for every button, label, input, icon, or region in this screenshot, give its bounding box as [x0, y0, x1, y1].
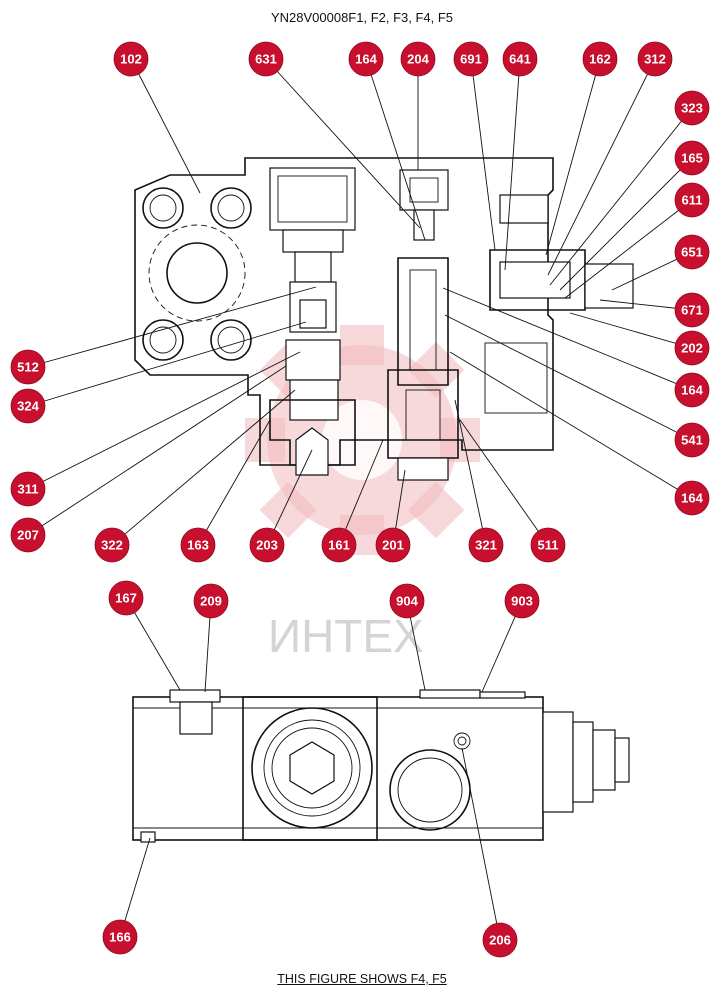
part-label-311: 311 [10, 471, 46, 507]
svg-text:904: 904 [396, 594, 418, 609]
part-label-651: 651 [674, 234, 710, 270]
part-label-164: 164 [674, 372, 710, 408]
svg-text:322: 322 [101, 538, 123, 553]
svg-text:541: 541 [681, 433, 703, 448]
svg-text:323: 323 [681, 101, 703, 116]
part-label-541: 541 [674, 422, 710, 458]
svg-text:691: 691 [460, 52, 482, 67]
part-label-206: 206 [482, 922, 518, 958]
part-label-641: 641 [502, 41, 538, 77]
part-label-162: 162 [582, 41, 618, 77]
part-label-167: 167 [108, 580, 144, 616]
svg-text:165: 165 [681, 151, 703, 166]
svg-text:511: 511 [538, 538, 559, 553]
svg-text:206: 206 [489, 933, 511, 948]
part-label-164: 164 [674, 480, 710, 516]
part-label-209: 209 [193, 583, 229, 619]
part-label-904: 904 [389, 583, 425, 619]
part-label-204: 204 [400, 41, 436, 77]
part-label-202: 202 [674, 330, 710, 366]
watermark-text: ИНТЕХ [268, 610, 424, 662]
svg-text:209: 209 [200, 594, 222, 609]
top-section-view [134, 157, 634, 481]
svg-text:204: 204 [407, 52, 429, 67]
svg-text:201: 201 [382, 538, 404, 553]
svg-text:311: 311 [18, 482, 39, 497]
svg-text:161: 161 [328, 538, 350, 553]
svg-text:167: 167 [115, 591, 137, 606]
svg-text:164: 164 [681, 383, 703, 398]
part-label-512: 512 [10, 349, 46, 385]
part-label-161: 161 [321, 527, 357, 563]
svg-text:162: 162 [589, 52, 611, 67]
svg-text:512: 512 [17, 360, 39, 375]
part-label-166: 166 [102, 919, 138, 955]
part-label-201: 201 [375, 527, 411, 563]
drawing-title: YN28V00008F1, F2, F3, F4, F5 [270, 10, 454, 25]
svg-text:641: 641 [509, 52, 531, 67]
part-label-207: 207 [10, 517, 46, 553]
part-label-903: 903 [504, 583, 540, 619]
part-label-321: 321 [468, 527, 504, 563]
svg-text:207: 207 [17, 528, 39, 543]
svg-text:312: 312 [644, 52, 666, 67]
svg-text:903: 903 [511, 594, 533, 609]
svg-text:611: 611 [682, 193, 703, 208]
part-label-164: 164 [348, 41, 384, 77]
svg-text:166: 166 [109, 930, 131, 945]
part-label-324: 324 [10, 388, 46, 424]
part-label-611: 611 [674, 182, 710, 218]
svg-text:164: 164 [681, 491, 703, 506]
part-label-323: 323 [674, 90, 710, 126]
svg-text:631: 631 [255, 52, 277, 67]
part-label-631: 631 [248, 41, 284, 77]
svg-text:163: 163 [187, 538, 209, 553]
part-label-102: 102 [113, 41, 149, 77]
part-label-322: 322 [94, 527, 130, 563]
svg-text:202: 202 [681, 341, 703, 356]
figure-caption: THIS FIGURE SHOWS F4, F5 [277, 972, 447, 986]
svg-text:102: 102 [120, 52, 142, 67]
part-label-203: 203 [249, 527, 285, 563]
part-label-312: 312 [637, 41, 673, 77]
part-label-511: 511 [530, 527, 566, 563]
svg-text:651: 651 [681, 245, 703, 260]
part-label-163: 163 [180, 527, 216, 563]
bottom-exterior-view [132, 689, 630, 843]
part-label-165: 165 [674, 140, 710, 176]
part-label-671: 671 [674, 292, 710, 328]
svg-text:324: 324 [17, 399, 39, 414]
svg-text:671: 671 [681, 303, 703, 318]
svg-text:203: 203 [256, 538, 278, 553]
part-label-691: 691 [453, 41, 489, 77]
svg-text:321: 321 [475, 538, 497, 553]
svg-text:164: 164 [355, 52, 377, 67]
